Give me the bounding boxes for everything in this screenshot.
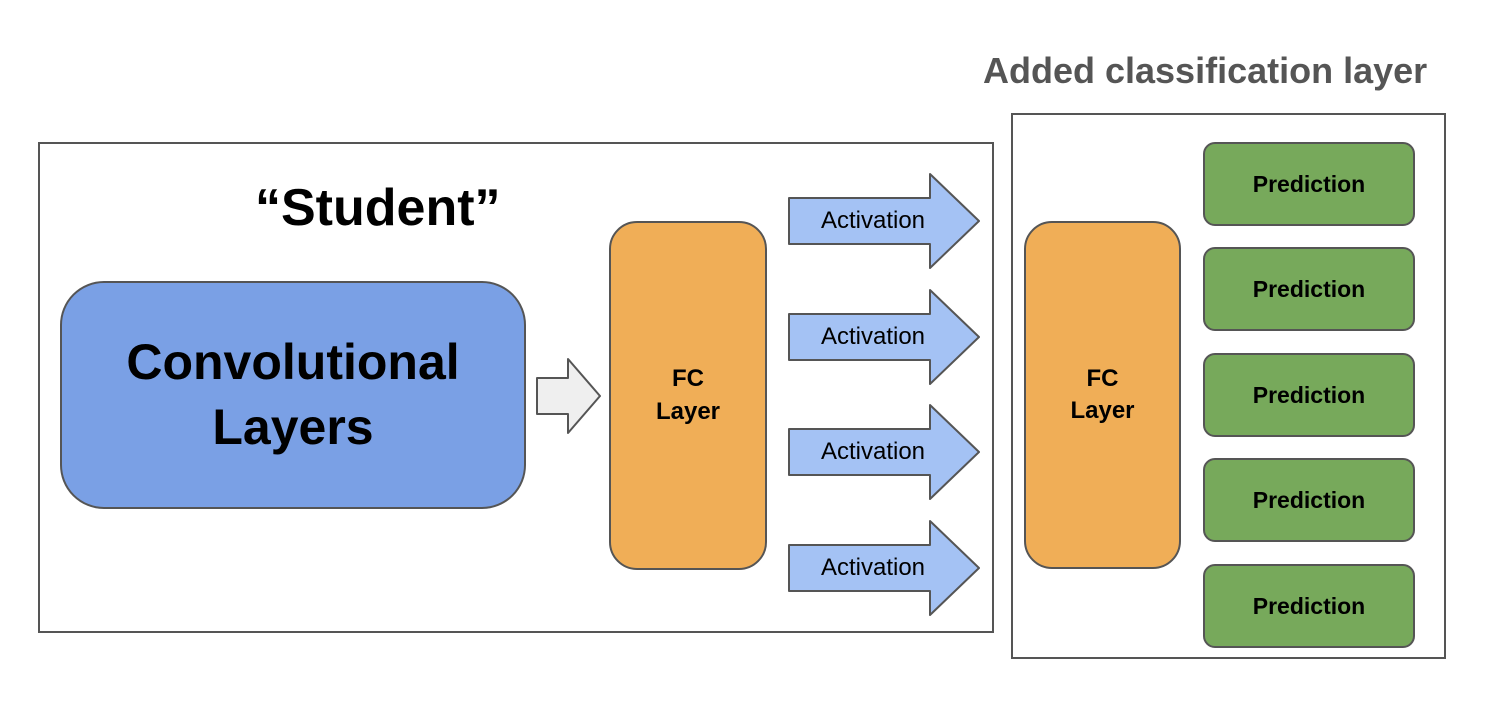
activation-label: Activation xyxy=(820,207,926,234)
prediction-box: Prediction xyxy=(1203,142,1415,226)
prediction-box: Prediction xyxy=(1203,247,1415,331)
prediction-label: Prediction xyxy=(1252,381,1366,408)
activation-label: Activation xyxy=(820,323,926,350)
student-frame xyxy=(38,142,994,633)
prediction-label: Prediction xyxy=(1252,275,1366,302)
activation-arrow: Activation xyxy=(786,518,982,618)
activation-arrow: Activation xyxy=(786,287,982,387)
convolutional-layers-label: Convolutional Layers xyxy=(126,334,460,455)
activation-label: Activation xyxy=(820,554,926,581)
activation-label: Activation xyxy=(820,438,926,465)
prediction-box: Prediction xyxy=(1203,458,1415,542)
activation-arrow: Activation xyxy=(786,402,982,502)
added-layer-title: Added classification layer xyxy=(983,50,1428,91)
prediction-label: Prediction xyxy=(1252,486,1366,513)
convolutional-layers-box: Convolutional Layers xyxy=(60,281,526,509)
added-fc-layer-box: FC Layer xyxy=(1024,221,1181,569)
connector-arrow xyxy=(536,358,601,434)
activation-arrow: Activation xyxy=(786,171,982,271)
student-fc-layer-box: FC Layer xyxy=(609,221,767,570)
student-fc-layer-label: FC Layer xyxy=(655,365,721,425)
student-title: “Student” xyxy=(255,179,501,237)
added-fc-layer-label: FC Layer xyxy=(1070,364,1135,424)
prediction-box: Prediction xyxy=(1203,353,1415,437)
prediction-label: Prediction xyxy=(1252,592,1366,619)
added-layer-frame xyxy=(1011,113,1446,659)
prediction-box: Prediction xyxy=(1203,564,1415,648)
prediction-label: Prediction xyxy=(1252,170,1366,197)
